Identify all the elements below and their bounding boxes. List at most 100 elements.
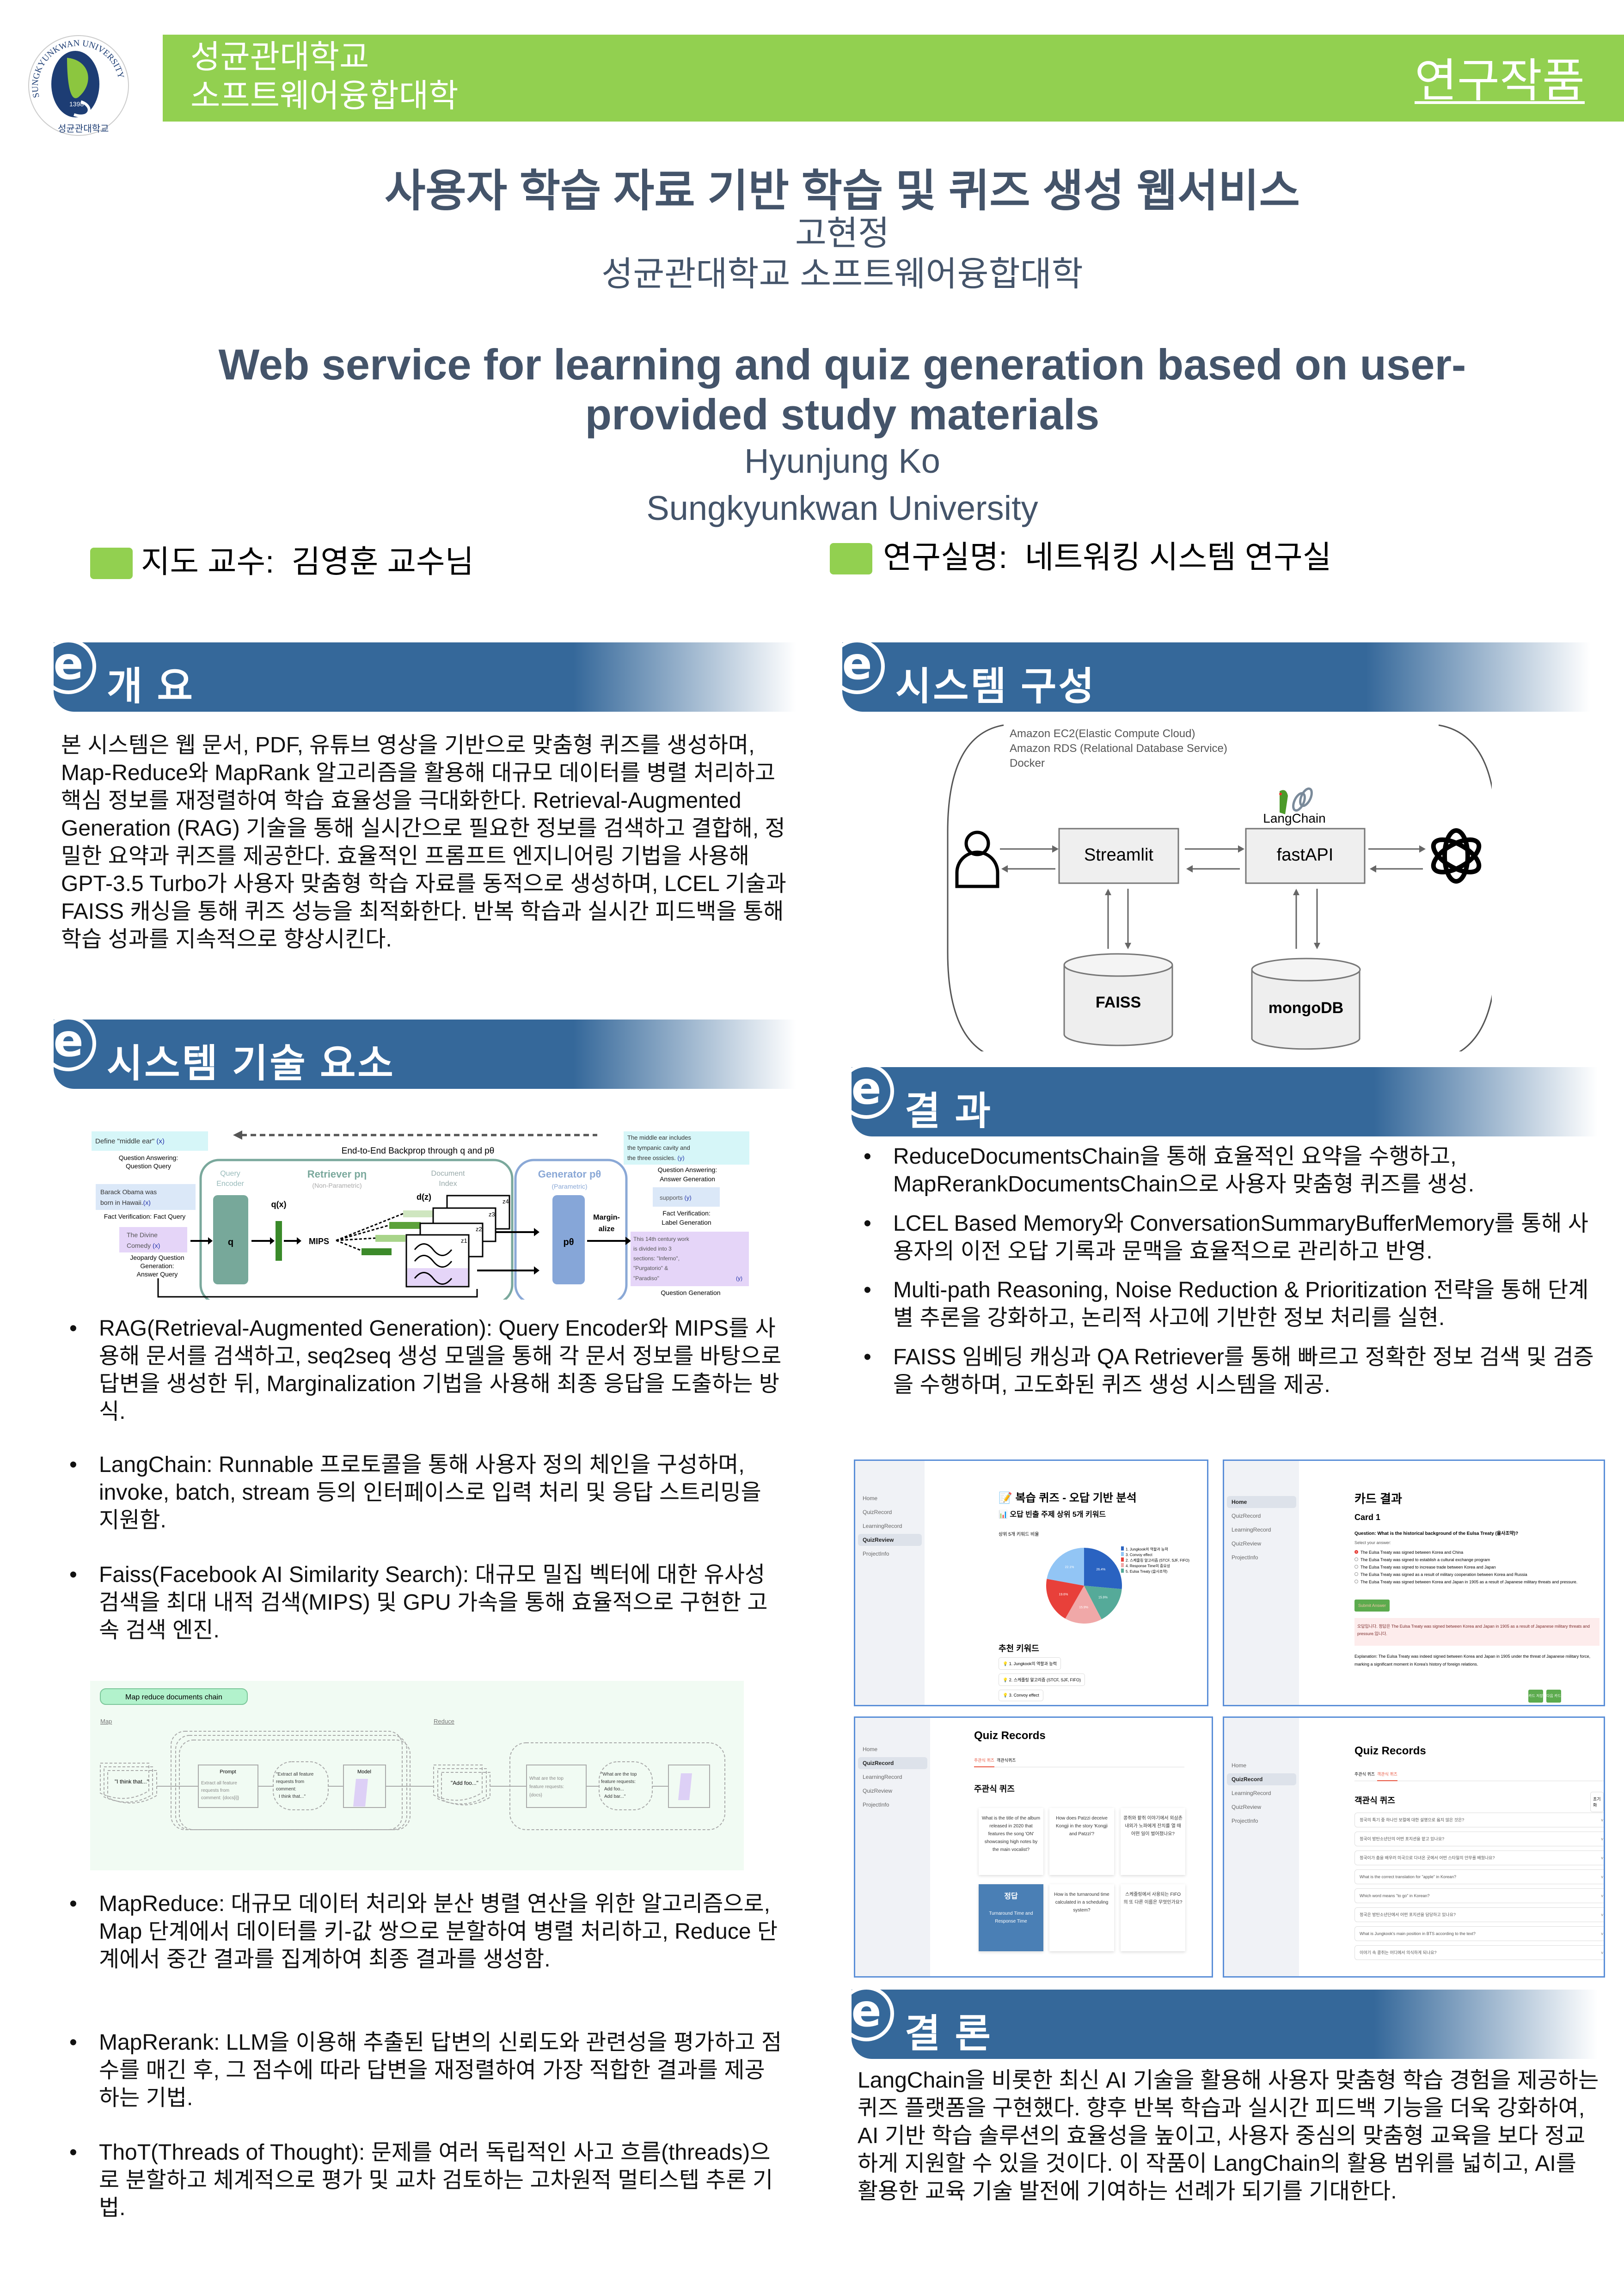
- answer-option[interactable]: The Eulsa Treaty was signed as a result …: [1354, 1571, 1595, 1578]
- sidebar-item-home[interactable]: Home: [1232, 1762, 1247, 1769]
- svg-text:feature requests:: feature requests:: [601, 1779, 636, 1784]
- sidebar-item-projectinfo[interactable]: ProjectInfo: [1232, 1554, 1258, 1561]
- tab-objective[interactable]: 객관식퀴즈: [996, 1758, 1016, 1763]
- svg-text:The middle ear includes: The middle ear includes: [627, 1134, 692, 1141]
- quiz-expander[interactable]: 이야기 속 콩쥐는 어디에서 의식하게 되나요?: [1354, 1945, 1604, 1960]
- sidebar-item-quizreview[interactable]: QuizReview: [863, 1788, 893, 1794]
- svg-text:Add foo...: Add foo...: [604, 1787, 624, 1792]
- sidebar-item-projectinfo[interactable]: ProjectInfo: [863, 1801, 889, 1808]
- answer-option[interactable]: The Eulsa Treaty was signed between Kore…: [1354, 1578, 1595, 1586]
- keyword-button[interactable]: 💡 2. 스케줄링 알고리즘 (STCF, SJF, FIFO): [999, 1673, 1085, 1686]
- answer-options: The Eulsa Treaty was signed between Kore…: [1354, 1549, 1595, 1586]
- pie-slice-label: 22.1%: [1065, 1566, 1074, 1569]
- sidebar-item-learningrecord[interactable]: LearningRecord: [863, 1774, 902, 1780]
- sidebar-item-quizreview[interactable]: QuizReview: [858, 1534, 922, 1546]
- next-card-button[interactable]: 다음 카드: [1546, 1690, 1561, 1703]
- keyword-button[interactable]: 💡 3. Convoy effect: [999, 1690, 1043, 1701]
- radio-icon[interactable]: [1354, 1580, 1358, 1583]
- quiz-card[interactable]: How does Patzzi deceive Kongji in the st…: [1049, 1808, 1114, 1875]
- sidebar-item-home[interactable]: Home: [1227, 1496, 1296, 1508]
- sidebar-item-quizrecord[interactable]: QuizRecord: [863, 1509, 892, 1515]
- svg-text:"I think that...": "I think that...": [115, 1778, 149, 1785]
- quiz-expander[interactable]: What is the correct translation for "app…: [1354, 1869, 1604, 1884]
- sidebar-item-quizrecord[interactable]: QuizRecord: [1227, 1773, 1296, 1785]
- overview-text: 본 시스템은 웹 문서, PDF, 유튜브 영상을 기반으로 맞춤형 퀴즈를 생…: [61, 733, 786, 952]
- answer-option[interactable]: The Eulsa Treaty was signed to establish…: [1354, 1556, 1595, 1563]
- sidebar-item-home[interactable]: Home: [863, 1495, 878, 1502]
- quiz-expander[interactable]: What is Jungkook's main position in BTS …: [1354, 1926, 1604, 1941]
- sidebar-item-quizrecord[interactable]: QuizRecord: [1232, 1513, 1261, 1519]
- keyword-button[interactable]: 💡 1. Jungkook의 역할과 능력: [999, 1657, 1061, 1670]
- sidebar-item-quizreview[interactable]: QuizReview: [1232, 1804, 1262, 1810]
- pie-slice: [1065, 1586, 1102, 1624]
- svg-text:(Non-Parametric): (Non-Parametric): [312, 1182, 362, 1189]
- quiz-expander[interactable]: 정국이 방탄소년단의 어떤 포지션을 맡고 있나요?: [1354, 1832, 1604, 1846]
- title-en-line-2: provided study materials: [585, 390, 1100, 439]
- sidebar-item-learningrecord[interactable]: LearningRecord: [863, 1523, 902, 1529]
- sidebar-item-quizrecord[interactable]: QuizRecord: [858, 1757, 927, 1769]
- quiz-card[interactable]: How is the turnaround time calculated in…: [1049, 1884, 1114, 1951]
- svg-text:Map reduce documents chain: Map reduce documents chain: [125, 1693, 222, 1701]
- sidebar-item-projectinfo[interactable]: ProjectInfo: [1232, 1818, 1258, 1824]
- quiz-card[interactable]: What is the title of the album released …: [979, 1808, 1043, 1875]
- svg-text:Jeopardy Question: Jeopardy Question: [130, 1254, 184, 1261]
- quiz-expander[interactable]: 정국은 방탄소년단에서 어떤 포지션을 담당하고 있나요?: [1354, 1907, 1604, 1922]
- sidebar-item-learningrecord[interactable]: LearningRecord: [1232, 1527, 1271, 1533]
- result-bullet-3: •Multi-path Reasoning, Noise Reduction &…: [864, 1278, 1589, 1330]
- sidebar-item-home[interactable]: Home: [863, 1746, 878, 1753]
- svg-text:Amazon EC2(Elastic Compute Clo: Amazon EC2(Elastic Compute Cloud): [1010, 727, 1195, 740]
- svg-text:"Add foo...": "Add foo...": [451, 1780, 478, 1786]
- pie-slice-label: 19.6%: [1059, 1593, 1068, 1596]
- user-icon: [955, 830, 999, 888]
- legend-item: 1. Jungkook의 역할과 능력: [1121, 1546, 1189, 1552]
- records-tabs: 주관식 퀴즈 객관식 퀴즈: [1354, 1771, 1604, 1781]
- radio-icon[interactable]: [1354, 1557, 1358, 1561]
- e-logo-icon: e: [829, 639, 885, 694]
- svg-text:I think that...": I think that...": [279, 1794, 306, 1799]
- sidebar-item-projectinfo[interactable]: ProjectInfo: [863, 1551, 889, 1557]
- sidebar-item-quizreview[interactable]: QuizReview: [1232, 1540, 1262, 1547]
- mapreduce-figure: Map reduce documents chain Map Reduce "I…: [90, 1681, 744, 1870]
- tab-objective[interactable]: 객관식 퀴즈: [1377, 1772, 1397, 1781]
- affiliation-en: Sungkyunkwan University: [646, 489, 1038, 527]
- tab-subjective[interactable]: 주관식 퀴즈: [1354, 1772, 1375, 1777]
- lab: 연구실명: 네트워킹 시스템 연구실: [883, 540, 1332, 575]
- tech-bullet-rag: •RAG(Retrieval-Augmented Generation): Qu…: [69, 1316, 782, 1424]
- result-bullet-2: •LCEL Based Memory와 ConversationSummaryB…: [864, 1211, 1588, 1264]
- svg-text:Generator pθ: Generator pθ: [538, 1168, 601, 1180]
- svg-text:comment:: comment:: [276, 1787, 296, 1792]
- college-name: 소프트웨어융합대학: [190, 78, 459, 114]
- submit-answer-button[interactable]: Submit Answer: [1354, 1600, 1390, 1612]
- answer-option[interactable]: The Eulsa Treaty was signed to increase …: [1354, 1563, 1595, 1571]
- quiz-expander[interactable]: Which word means "to go" in Korean?: [1354, 1888, 1604, 1903]
- answer-option[interactable]: The Eulsa Treaty was signed between Kore…: [1354, 1549, 1595, 1556]
- quiz-card[interactable]: 콩쥐와 팥쥐 이야기에서 외삼촌 내외가 노파에게 잔치를 열 때 어떤 일이 …: [1121, 1808, 1185, 1875]
- quiz-expander[interactable]: 정국이가 춤을 배우러 미국으로 다녀온 곳에서 어떤 스타일의 안무를 배웠나…: [1354, 1850, 1604, 1865]
- legend-item: 3. Convoy effect: [1121, 1552, 1189, 1557]
- reset-button[interactable]: 초기화: [1590, 1792, 1604, 1812]
- pie-slice-label: 15.9%: [1098, 1596, 1108, 1599]
- svg-text:{docs}: {docs}: [529, 1793, 542, 1798]
- svg-text:Question Query: Question Query: [126, 1162, 171, 1170]
- quiz-expander[interactable]: 정국의 특기 중 하나인 보컬에 대한 설명으로 옳지 않은 것은?: [1354, 1813, 1604, 1827]
- quiz-card[interactable]: 스케줄링에서 사용되는 FIFO의 또 다른 이름은 무엇인가요?: [1121, 1884, 1185, 1951]
- radio-icon[interactable]: [1354, 1550, 1358, 1554]
- svg-text:Fact Verification:: Fact Verification:: [662, 1209, 711, 1217]
- svg-text:Comedy (x): Comedy (x): [127, 1242, 160, 1249]
- save-card-button[interactable]: 카드 저장: [1528, 1690, 1543, 1703]
- author-en: Hyunjung Ko: [744, 442, 940, 480]
- sidebar-item-learningrecord[interactable]: LearningRecord: [1232, 1790, 1271, 1796]
- tab-subjective[interactable]: 주관식 퀴즈: [974, 1758, 994, 1767]
- svg-text:Model: Model: [357, 1769, 371, 1775]
- radio-icon[interactable]: [1354, 1565, 1358, 1569]
- svg-text:mongoDB: mongoDB: [1269, 999, 1343, 1017]
- radio-icon[interactable]: [1354, 1572, 1358, 1576]
- legend-item: 5. Eulsa Treaty (을사조약): [1121, 1569, 1189, 1574]
- explanation: Explanation: The Eulsa Treaty was indeed…: [1354, 1654, 1591, 1667]
- svg-text:the three ossicles. (y): the three ossicles. (y): [627, 1154, 685, 1161]
